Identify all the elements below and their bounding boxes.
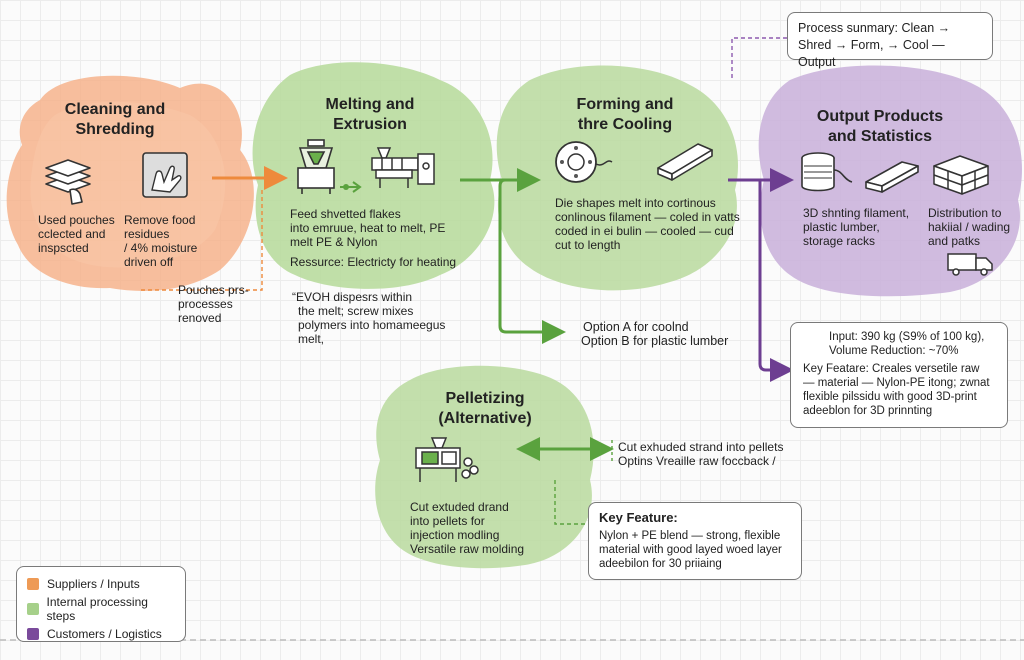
melting-title: Melting and Extrusion: [325, 96, 415, 133]
lumber-beam-icon: [657, 143, 713, 181]
output-left-text: 3D shnting filament, plastic lumber, sto…: [803, 206, 910, 248]
paper-stack-icon: [45, 159, 91, 205]
cleaning-right-text: Remove food residues / 4% moisture drive…: [124, 213, 198, 269]
extruder-icon: [297, 139, 335, 194]
melting-resource: Ressurce: Electricty for heating: [290, 255, 457, 269]
forming-title: Forming and thre Cooling: [576, 96, 674, 133]
truck-icon: [947, 253, 993, 276]
pellet-machine-icon: [415, 437, 479, 482]
small-arrow-icon: [340, 181, 362, 193]
cleaning-left-text: Used pouches cclected and inspscted: [38, 213, 115, 255]
forming-option-a: Option A for coolnd: [583, 320, 689, 334]
legend: Suppliers / Inputs Internal processing s…: [16, 566, 186, 642]
arrow-to-stats: [758, 180, 794, 382]
die-plate-icon: [555, 141, 613, 183]
arrow-options: [498, 178, 566, 344]
process-summary-box: Process sunmary: Clean → Shred → Form, →…: [787, 12, 993, 69]
filament-spool-icon: [801, 152, 853, 192]
legend-swatch-orange: [27, 578, 39, 590]
melting-text: Feed shvetted flakes into emruue, heat t…: [290, 207, 446, 249]
extrusion-machine-icon: [371, 147, 435, 188]
stats-volume-reduction: Volume Reduction: ~70%: [829, 345, 959, 357]
forming-option-b: Option B for plastic lumber: [581, 334, 729, 348]
forming-text: Die shapes melt into cortinous conlinous…: [555, 196, 740, 252]
pelletizing-text: Cut extuded drand into pellets for injec…: [410, 500, 525, 556]
statistics-box: Input: 390 kg (S9% of 100 kg), Volume Re…: [790, 322, 1008, 428]
cleaning-title: Cleaning and Shredding: [64, 101, 166, 138]
hand-wash-icon: [142, 152, 188, 198]
summary-line-1: Process sunmary: Clean →: [798, 21, 951, 35]
plastic-lumber-icon: [865, 161, 919, 193]
legend-swatch-green: [27, 603, 39, 615]
pelletizing-title: Pelletizing (Alternative): [438, 390, 532, 427]
pallet-boxes-icon: [933, 155, 989, 195]
legend-item-internal: Internal processing steps: [27, 595, 175, 623]
melting-note: “EVOH dispesrs within the melt; screw mi…: [292, 290, 446, 346]
output-title: Output Products and Statistics: [816, 108, 944, 145]
summary-line-2: Shred → Form, → Cool — Output: [798, 38, 945, 69]
stats-input: Input: 390 kg (S9% of 100 kg),: [829, 331, 985, 343]
legend-swatch-purple: [27, 628, 39, 640]
output-right-text: Distribution to hakiial / wading and pat…: [928, 206, 1011, 248]
legend-item-suppliers: Suppliers / Inputs: [27, 577, 175, 591]
stats-key-feature: Key Featare: Creales versetile raw — mat…: [803, 363, 990, 417]
pelletizing-side-note: Cut exhuded strand into pellets Optins V…: [618, 440, 784, 468]
legend-item-customers: Customers / Logistics: [27, 627, 175, 641]
key-feature-heading: Key Feature:: [599, 510, 678, 525]
cleaning-note: Pouches prs- processes renoved: [178, 283, 249, 325]
key-feature-box: Key Feature: Nylon + PE blend — strong, …: [588, 502, 802, 580]
